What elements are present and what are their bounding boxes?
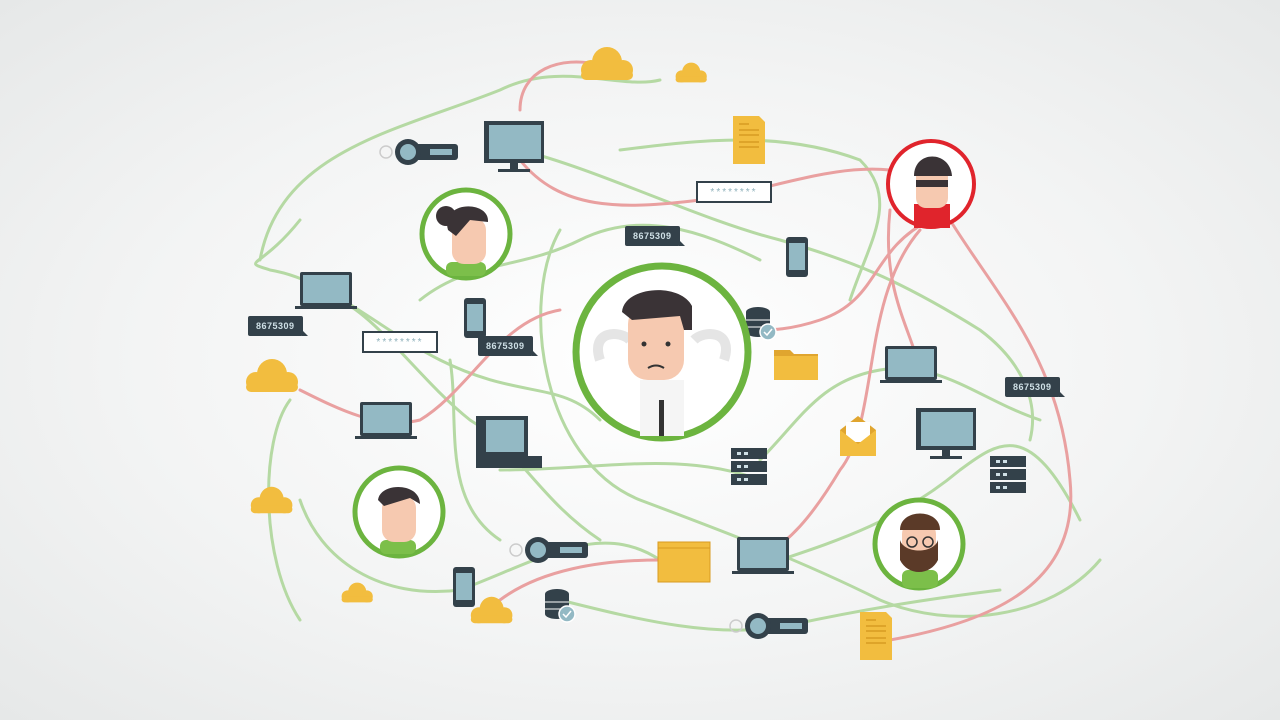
phone-number-bubble: 8675309 (248, 316, 308, 336)
password-field: ******** (362, 331, 438, 353)
monitor-icon (484, 121, 544, 172)
document-icon (859, 611, 893, 661)
folder-icon (774, 350, 818, 380)
cloud-icon (250, 486, 293, 514)
key-fob-icon (729, 612, 809, 640)
envelope-icon (840, 416, 876, 456)
server-icon (990, 456, 1026, 493)
phone-number-bubble: 8675309 (478, 336, 538, 356)
key-fob-icon (509, 536, 589, 564)
cloud-icon (675, 62, 707, 83)
avatar-center-worried-man (572, 262, 752, 442)
document-icon (732, 115, 766, 165)
laptop-icon (295, 272, 357, 309)
phone-number-bubble: 8675309 (625, 226, 685, 246)
cloud-icon (341, 582, 373, 603)
cloud-icon (581, 47, 633, 80)
avatar-woman (419, 187, 513, 281)
avatar-hacker (886, 139, 976, 229)
cloud-icon (470, 596, 513, 624)
key-fob-icon (379, 138, 459, 166)
avatar-man (352, 465, 446, 559)
crt-computer-icon (476, 416, 542, 468)
laptop-icon (880, 346, 942, 383)
phone-icon (453, 567, 475, 607)
database-icon (544, 588, 576, 623)
phone-icon (786, 237, 808, 277)
database-icon (745, 306, 777, 341)
phone-number-bubble: 8675309 (1005, 377, 1065, 397)
browser-window-icon (657, 541, 711, 583)
laptop-icon (355, 402, 417, 439)
phone-icon (464, 298, 486, 338)
cloud-icon (246, 359, 298, 392)
password-field: ******** (696, 181, 772, 203)
avatar-bearded-man (872, 497, 966, 591)
monitor-icon (916, 408, 976, 459)
laptop-icon (732, 537, 794, 574)
server-icon (731, 448, 767, 485)
